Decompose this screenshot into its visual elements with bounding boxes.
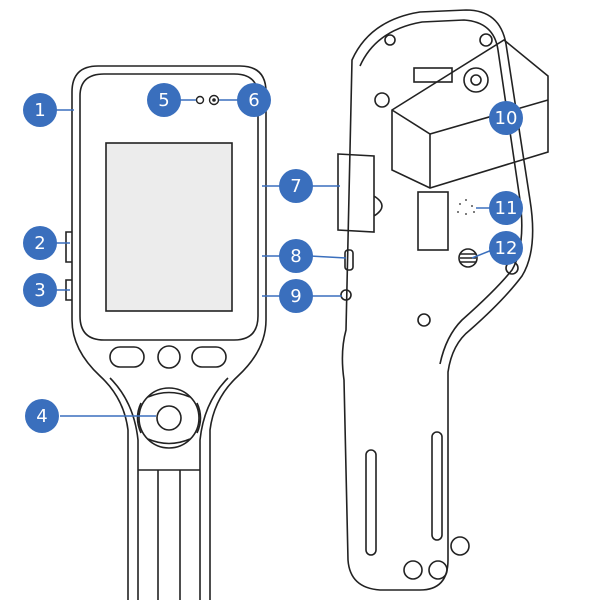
front-camera bbox=[208, 94, 220, 106]
side-power-button bbox=[340, 289, 352, 301]
front-dpad-segments bbox=[136, 391, 202, 445]
callout-11-label: 11 bbox=[495, 198, 518, 219]
callout-2-label: 2 bbox=[34, 233, 45, 254]
back-body-inner bbox=[359, 19, 523, 365]
handle-foot-1 bbox=[403, 560, 423, 580]
front-sensor bbox=[195, 95, 205, 105]
callout-12-label: 12 bbox=[495, 238, 518, 259]
callout-2: 2 bbox=[23, 226, 57, 260]
callout-8-label: 8 bbox=[290, 246, 301, 267]
callout-6: 6 bbox=[237, 83, 271, 117]
side-card-slot bbox=[337, 153, 383, 233]
handle-slot-left bbox=[365, 449, 377, 556]
callout-7-label: 7 bbox=[290, 176, 301, 197]
back-view-device bbox=[337, 9, 549, 591]
callout-11: 11 bbox=[489, 191, 523, 225]
sensor-module-port-inner bbox=[470, 74, 482, 86]
front-left-key bbox=[109, 346, 145, 368]
callout-8: 8 bbox=[279, 239, 313, 273]
callout-1-label: 1 bbox=[34, 100, 45, 121]
front-right-key bbox=[191, 346, 227, 368]
front-camera-inner bbox=[212, 98, 216, 102]
callout-5-label: 5 bbox=[158, 90, 169, 111]
sensor-module-edge bbox=[391, 99, 549, 188]
callout-9: 9 bbox=[279, 279, 313, 313]
front-middle-key bbox=[157, 345, 181, 369]
callout-4: 4 bbox=[25, 399, 59, 433]
back-label-area bbox=[417, 191, 449, 251]
callout-10-label: 10 bbox=[495, 108, 518, 129]
callout-6-label: 6 bbox=[248, 90, 259, 111]
front-grip-lines bbox=[109, 377, 229, 600]
callout-9-label: 9 bbox=[290, 286, 301, 307]
callout-3: 3 bbox=[23, 273, 57, 307]
handle-foot-2 bbox=[428, 560, 448, 580]
front-dpad-ring bbox=[138, 387, 200, 449]
front-screen bbox=[105, 142, 233, 312]
back-screw-hole-right bbox=[479, 33, 493, 47]
tripod-mount bbox=[458, 248, 478, 268]
callout-7: 7 bbox=[279, 169, 313, 203]
back-body-outline bbox=[341, 9, 534, 591]
back-screw-hole-top bbox=[384, 34, 396, 46]
callout-10: 10 bbox=[489, 101, 523, 135]
sensor-module-port bbox=[463, 67, 489, 93]
callout-5: 5 bbox=[147, 83, 181, 117]
back-top-connector bbox=[413, 67, 453, 83]
callout-3-label: 3 bbox=[34, 280, 45, 301]
callout-12: 12 bbox=[489, 231, 523, 265]
handle-foot-3 bbox=[450, 536, 470, 556]
side-usb-port bbox=[344, 249, 354, 271]
sensor-module bbox=[391, 39, 549, 189]
front-dpad-center bbox=[156, 405, 182, 431]
handle-slot-right bbox=[431, 431, 443, 541]
back-screw-hole-left bbox=[374, 92, 390, 108]
speaker-holes bbox=[457, 199, 475, 215]
callout-4-label: 4 bbox=[36, 406, 47, 427]
front-head-outline bbox=[71, 65, 267, 600]
back-screw-lower bbox=[417, 313, 431, 327]
front-view-device bbox=[65, 65, 267, 600]
callout-1: 1 bbox=[23, 93, 57, 127]
leader-lines bbox=[52, 99, 493, 417]
